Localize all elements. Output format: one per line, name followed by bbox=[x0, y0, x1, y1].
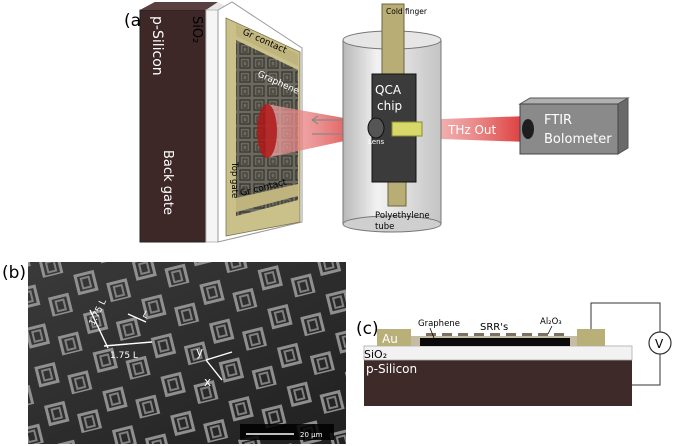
sem-image bbox=[28, 262, 346, 444]
voltmeter-wires bbox=[590, 302, 661, 386]
sio2-c-label: SiO₂ bbox=[364, 348, 387, 361]
srrs-label: SRR's bbox=[480, 322, 508, 333]
sio2-label: SiO₂ bbox=[189, 16, 204, 43]
ftir-label: FTIR bbox=[544, 113, 572, 128]
p-silicon-label: p-Silicon bbox=[149, 16, 165, 76]
qca-label-line1: QCA bbox=[375, 83, 402, 97]
beam-left bbox=[266, 104, 372, 158]
al2o3-pointer bbox=[547, 325, 553, 335]
polyethylene-label-2: tube bbox=[375, 222, 394, 232]
scale-bar-label: 20 μm bbox=[300, 431, 323, 439]
cold-finger-label: Cold finger bbox=[386, 7, 428, 16]
axis-y-label: y bbox=[196, 345, 203, 359]
p-silicon-c-label: p-Silicon bbox=[366, 362, 417, 376]
au-label: Au bbox=[382, 332, 398, 346]
panel-b-label: (b) bbox=[2, 263, 26, 283]
top-gate-label: Top gate bbox=[229, 161, 239, 198]
axis-x-label: x bbox=[204, 375, 211, 389]
qca-label-line2: chip bbox=[377, 99, 402, 113]
bolometer-label: Bolometer bbox=[544, 132, 612, 147]
dimension-arrows bbox=[89, 309, 233, 381]
beam-right bbox=[414, 116, 528, 142]
panel-c-label: (c) bbox=[356, 319, 379, 339]
dim-175l-horizontal: 1.75 L bbox=[110, 351, 138, 361]
ftir-bolometer-box bbox=[518, 97, 630, 155]
qca-chip bbox=[367, 73, 423, 183]
back-gate-label: Back gate bbox=[160, 150, 175, 215]
graphene-c-label: Graphene bbox=[418, 319, 460, 329]
thz-out-label: THz Out bbox=[447, 123, 497, 137]
voltmeter-label: V bbox=[655, 337, 664, 351]
graphene-pointer bbox=[429, 327, 435, 339]
dim-l: L bbox=[141, 310, 150, 321]
polyethylene-label-1: Polyethylene bbox=[375, 211, 430, 221]
al2o3-label: Al₂O₃ bbox=[540, 317, 562, 327]
voltmeter-icon bbox=[648, 331, 672, 355]
silicon-slab bbox=[139, 2, 218, 243]
lens-label: Lens bbox=[368, 138, 385, 146]
beam-spot bbox=[257, 104, 277, 158]
scale-bar bbox=[240, 424, 334, 440]
device-stack bbox=[363, 329, 633, 406]
